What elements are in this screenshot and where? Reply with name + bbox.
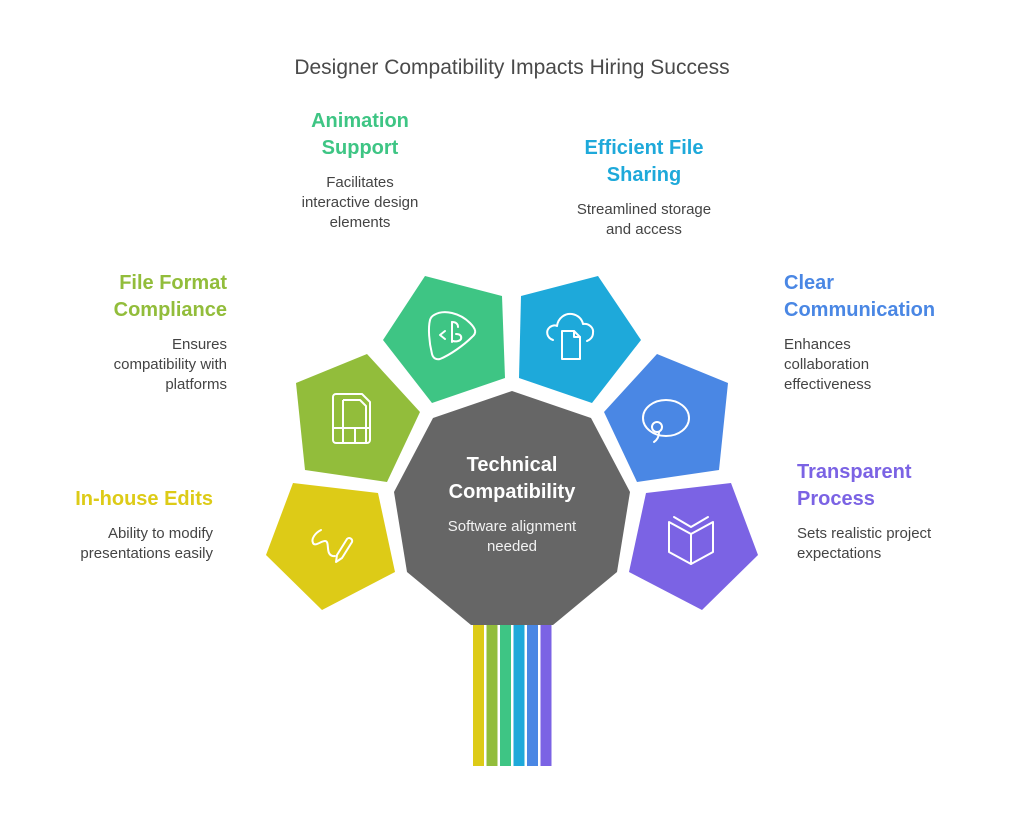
item-title-line: Sharing xyxy=(606,164,682,186)
pentagon-shape xyxy=(266,483,395,610)
cloud-file-icon xyxy=(546,312,595,360)
item-desc-line: and access xyxy=(606,221,682,238)
open-book-icon xyxy=(668,516,714,565)
item-title: File Format Compliance xyxy=(27,270,227,324)
item-description: Ability to modify presentations easily xyxy=(13,524,213,564)
label-efficient-file-sharing: Efficient File Sharing Streamlined stora… xyxy=(544,135,744,240)
item-title-line: Efficient File xyxy=(584,137,704,159)
item-title: Animation Support xyxy=(260,108,460,162)
item-desc-line: Facilitates xyxy=(326,174,394,191)
stripe-efficient-file-sharing xyxy=(513,625,525,766)
item-title-line: File Format xyxy=(119,272,227,294)
label-transparent-process: Transparent Process Sets realistic proje… xyxy=(797,459,997,564)
stripe-in-house-edits xyxy=(473,625,484,766)
item-title: In-house Edits xyxy=(13,486,213,513)
item-desc-line: effectiveness xyxy=(784,376,872,393)
item-title: Transparent Process xyxy=(797,459,997,513)
pentagon-shape xyxy=(629,483,758,610)
pentagon-animation-support[interactable] xyxy=(383,276,505,403)
item-desc-line: expectations xyxy=(797,545,882,562)
center-desc-line: needed xyxy=(486,538,538,555)
pentagon-shape xyxy=(604,354,728,482)
pentagon-in-house-edits[interactable] xyxy=(266,483,395,610)
item-desc-line: Sets realistic project xyxy=(797,525,932,542)
pen-scribble-icon xyxy=(311,529,354,563)
center-title-line: Compatibility xyxy=(448,481,576,503)
item-desc-line: compatibility with xyxy=(113,356,227,373)
item-title: Efficient File Sharing xyxy=(544,135,744,189)
pentagon-shape xyxy=(296,354,420,482)
pentagon-transparent-process[interactable] xyxy=(629,483,758,610)
item-desc-line: Enhances xyxy=(784,336,851,353)
item-title-line: In-house Edits xyxy=(75,488,213,510)
speech-bubble-icon xyxy=(642,399,690,443)
item-title-line: Transparent xyxy=(797,461,912,483)
item-desc-line: presentations easily xyxy=(80,545,213,562)
item-title-line: Animation xyxy=(311,110,409,132)
file-grid-icon xyxy=(332,393,371,444)
stripe-animation-support xyxy=(500,625,511,766)
pentagon-clear-communication[interactable] xyxy=(604,354,728,482)
item-desc-line: Streamlined storage xyxy=(576,201,712,218)
item-desc-line: interactive design xyxy=(301,194,419,211)
label-file-format-compliance: File Format Compliance Ensures compatibi… xyxy=(27,270,227,395)
stripe-transparent-process xyxy=(540,625,552,766)
item-title-line: Support xyxy=(321,137,399,159)
item-desc-line: collaboration xyxy=(784,356,870,373)
center-title-line: Technical xyxy=(466,454,558,476)
item-desc-line: elements xyxy=(329,214,391,231)
center-nonagon xyxy=(394,391,630,625)
item-desc-line: Ability to modify xyxy=(107,525,213,542)
label-in-house-edits: In-house Edits Ability to modify present… xyxy=(13,486,213,564)
item-title-line: Communication xyxy=(784,299,936,321)
pentagon-file-format-compliance[interactable] xyxy=(296,354,420,482)
stripe-file-format-compliance xyxy=(486,625,498,766)
center-label: Technical Compatibility Software alignme… xyxy=(412,452,612,557)
item-title-line: Compliance xyxy=(113,299,227,321)
label-animation-support: Animation Support Facilitates interactiv… xyxy=(260,108,460,233)
item-desc-line: Ensures xyxy=(171,336,227,353)
label-clear-communication: Clear Communication Enhances collaborati… xyxy=(784,270,984,395)
item-description: Sets realistic project expectations xyxy=(797,524,997,564)
item-description: Streamlined storage and access xyxy=(544,200,744,240)
item-desc-line: platforms xyxy=(165,376,227,393)
item-title-line: Clear xyxy=(784,272,835,294)
code-shield-icon xyxy=(427,311,477,361)
center-title: Technical Compatibility xyxy=(412,452,612,506)
color-stripes xyxy=(473,625,552,766)
stripe-clear-communication xyxy=(527,625,538,766)
item-description: Ensures compatibility with platforms xyxy=(27,335,227,395)
item-title-line: Process xyxy=(797,488,875,510)
center-description: Software alignment needed xyxy=(412,517,612,557)
diagram-title: Designer Compatibility Impacts Hiring Su… xyxy=(294,56,730,79)
pentagon-shape xyxy=(383,276,505,403)
item-description: Facilitates interactive design elements xyxy=(260,173,460,233)
center-desc-line: Software alignment xyxy=(447,518,577,535)
item-description: Enhances collaboration effectiveness xyxy=(784,335,984,395)
pentagon-efficient-file-sharing[interactable] xyxy=(519,276,641,403)
item-title: Clear Communication xyxy=(784,270,984,324)
